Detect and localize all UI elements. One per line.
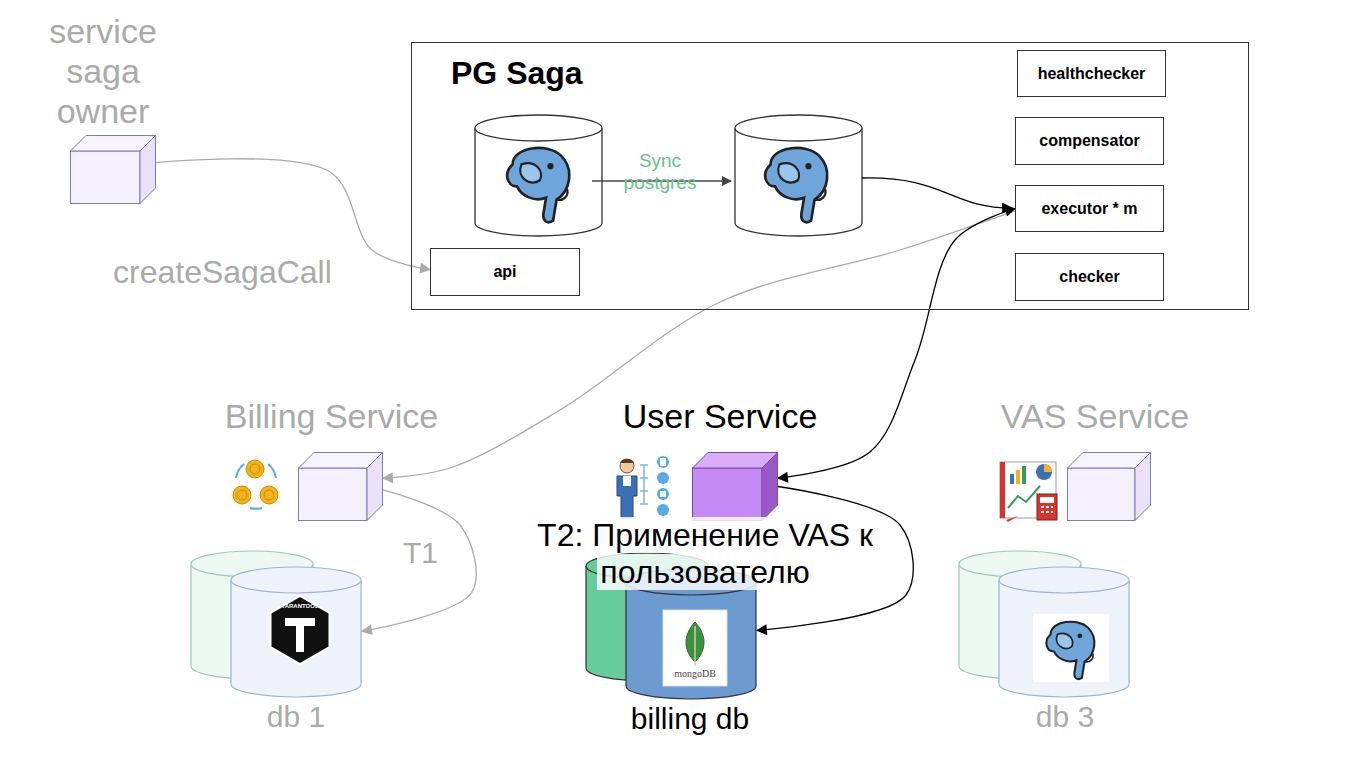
component-box: checker xyxy=(1015,253,1164,301)
box-label: compensator xyxy=(1039,132,1139,150)
connector xyxy=(778,209,1015,479)
service-heading: service saga owner xyxy=(28,11,178,131)
cube-shape xyxy=(1067,452,1151,521)
connector xyxy=(156,159,430,270)
saga-container: healthchecker compensator executor * m api c… xyxy=(411,42,1249,310)
postgres-cylinder xyxy=(735,115,862,236)
user-icon xyxy=(617,456,669,518)
service-cube: VAS Service xyxy=(1067,452,1151,521)
mongodb-logo xyxy=(663,610,727,686)
service-cube: Billing Service xyxy=(298,452,383,521)
container-title: PG Saga xyxy=(451,55,583,92)
logo-text: TARANTOOL xyxy=(275,603,325,610)
edge-label: T2: Применение VAS к пользователю xyxy=(534,517,876,590)
service-heading: VAS Service xyxy=(1001,396,1189,436)
cylinder-shape xyxy=(190,550,362,698)
chart-icon xyxy=(1000,462,1057,522)
replica-arrow xyxy=(862,178,1012,208)
database-label: db 3 xyxy=(1036,700,1094,734)
tarantool-logo xyxy=(271,596,330,664)
box-label: api xyxy=(493,263,516,281)
connector xyxy=(362,490,476,631)
cube-shape xyxy=(298,452,383,521)
database-cylinder: db 3 xyxy=(958,550,1130,698)
service-heading: Billing Service xyxy=(225,396,439,436)
api-box: api xyxy=(430,248,580,296)
postgres-cylinder xyxy=(475,115,602,236)
database-label: db 1 xyxy=(267,700,325,734)
component-box: compensator xyxy=(1015,117,1164,165)
database-cylinder: db 1 xyxy=(190,550,362,698)
service-cube: User Service xyxy=(692,452,778,521)
edge-label-wrap: createSagaCall xyxy=(113,254,353,290)
coins-icon xyxy=(233,460,278,509)
sync-label: Sync postgres xyxy=(605,150,715,194)
logo-text: mongoDB xyxy=(665,668,725,680)
edge-label-wrap: T1 xyxy=(403,536,443,570)
database-label: billing db xyxy=(631,702,749,736)
box-label: checker xyxy=(1059,268,1120,286)
service-heading: User Service xyxy=(623,396,818,436)
postgres-logo xyxy=(1033,614,1109,682)
cube-shape xyxy=(70,135,156,204)
edge-label: createSagaCall xyxy=(113,254,332,290)
component-box: healthchecker xyxy=(1017,50,1166,97)
box-label: healthchecker xyxy=(1038,65,1146,83)
edge-label-wrap: T2: Применение VAS к пользователю xyxy=(505,517,905,591)
cylinder-shape xyxy=(958,550,1130,698)
edge-label: T1 xyxy=(403,536,438,569)
component-box: executor * m xyxy=(1015,185,1164,232)
cube-shape xyxy=(692,452,778,521)
service-cube: service saga owner xyxy=(70,135,156,204)
box-label: executor * m xyxy=(1041,200,1137,218)
